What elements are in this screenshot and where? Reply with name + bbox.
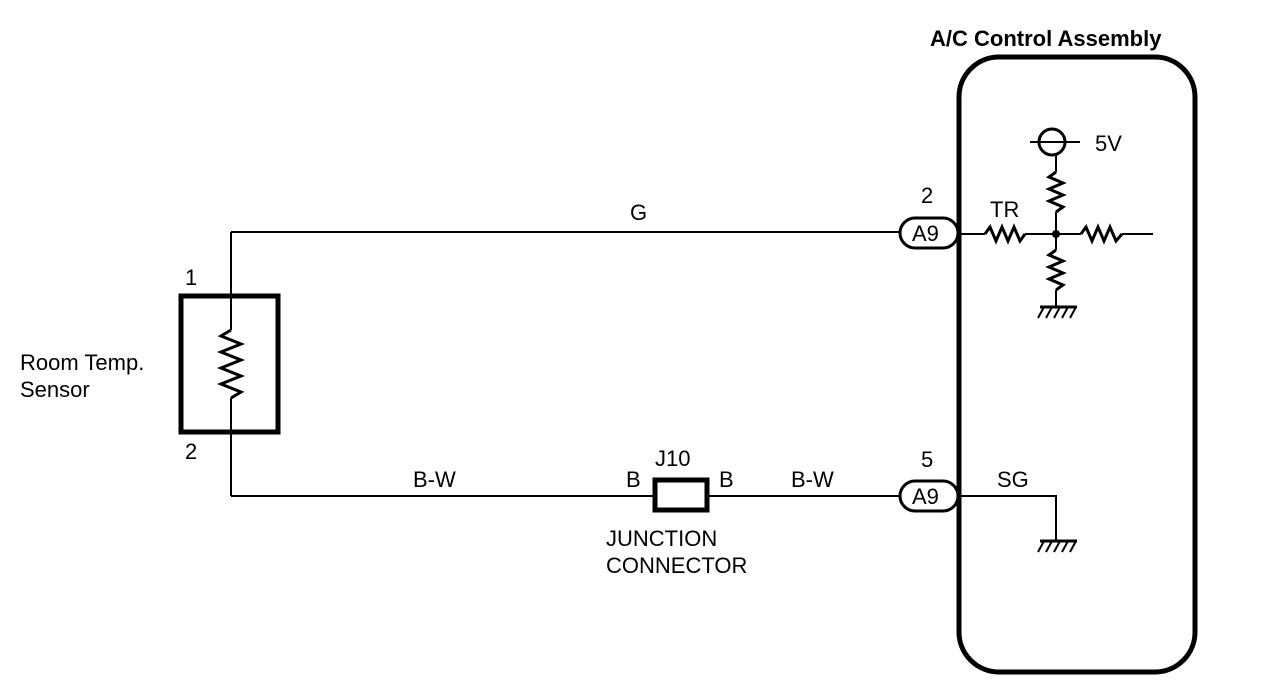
junction-label-line1: JUNCTION	[606, 526, 717, 551]
pulldown-resistor-icon	[1045, 248, 1067, 292]
connector-bottom-id: A9	[912, 484, 939, 509]
sensor-pin-1: 1	[185, 265, 197, 290]
sensor-label-line1: Room Temp.	[20, 350, 144, 375]
tr-label: TR	[990, 197, 1019, 222]
pullup-resistor-icon	[1045, 170, 1067, 214]
assembly-box	[956, 54, 1198, 675]
connector-top-pin: 2	[921, 183, 933, 208]
sg-wire	[959, 495, 1057, 541]
connector-top-id: A9	[912, 221, 939, 246]
junction-left-pin: B	[626, 467, 641, 492]
connector-bottom-pin: 5	[921, 447, 933, 472]
connector-top	[898, 216, 960, 250]
wire-g-label: G	[630, 200, 647, 225]
wire-bw-left-label: B-W	[413, 467, 456, 492]
ground-icon	[1037, 305, 1077, 319]
connector-bottom	[898, 479, 960, 513]
junction-id: J10	[655, 446, 690, 471]
output-resistor-icon	[1079, 223, 1124, 245]
sg-ground-icon	[1037, 539, 1077, 553]
junction-right-pin: B	[719, 467, 734, 492]
assembly-title: A/C Control Assembly	[930, 26, 1162, 51]
junction-box	[652, 477, 710, 513]
wire-bw-right-label: B-W	[791, 467, 834, 492]
tr-resistor-icon	[983, 223, 1027, 245]
supply-label: 5V	[1095, 131, 1122, 156]
sg-label: SG	[997, 467, 1029, 492]
junction-label-line2: CONNECTOR	[606, 553, 747, 578]
sensor-label-line2: Sensor	[20, 377, 90, 402]
sensor-resistor-icon	[216, 328, 246, 400]
sensor-box	[178, 293, 281, 435]
sensor-pin-2: 2	[185, 439, 197, 464]
